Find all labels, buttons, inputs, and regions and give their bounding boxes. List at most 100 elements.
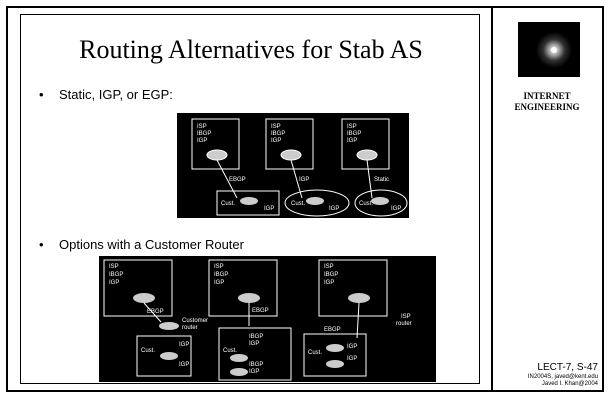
diagram-2-canvas: ISP IBGP IGP ISP IBGP IGP ISP IBGP IGP E…: [103, 259, 412, 381]
router-icon: [230, 368, 248, 376]
isp2-l2: IBGP: [271, 131, 285, 137]
cust2-igp1: IBGP: [249, 334, 263, 340]
isp3-l1: ISP: [347, 124, 357, 130]
isp-block-1: [191, 118, 240, 170]
router-icon: [326, 360, 344, 368]
bullet-text: Options with a Customer Router: [59, 237, 244, 252]
link-label-igp: IGP: [299, 177, 309, 183]
cust3-igp: IGP: [391, 206, 401, 212]
cust1-igp1: IGP: [179, 342, 189, 348]
router-icon: [371, 197, 389, 205]
outer-frame: [6, 6, 604, 392]
isp-block-3: [318, 259, 388, 317]
router-icon: [326, 344, 344, 352]
diagram-static-igp-egp: ISP IBGP IGP ISP IBGP IGP ISP IBGP IGP E…: [177, 113, 409, 218]
isp1-l1: ISP: [109, 264, 119, 270]
logo-line2: ENGINEERING: [514, 102, 580, 112]
router-icon: [280, 149, 302, 161]
router-icon: [160, 352, 178, 360]
cust2-igp4: IGP: [249, 369, 259, 375]
link: [356, 302, 360, 339]
ebgp-link: [216, 159, 238, 199]
isp-router-label-2: router: [396, 321, 412, 327]
isp1-l3: IGP: [109, 280, 119, 286]
cust2-label: Cust.: [291, 201, 305, 207]
router-icon: [356, 149, 378, 161]
cust3-label: Cust.: [359, 201, 373, 207]
footer-author: Javed I. Khan@2004: [541, 381, 598, 387]
isp2-l3: IGP: [214, 280, 224, 286]
link-label-static: Static: [374, 177, 389, 183]
customer-router-icon: [159, 322, 179, 330]
isp-block-2: [265, 118, 314, 170]
isp-block-2: [208, 259, 278, 317]
bullet-dot: •: [39, 87, 44, 102]
isp1-l3: IGP: [197, 138, 207, 144]
cust2-igp3: IBGP: [249, 362, 263, 368]
cust2-igp: IGP: [329, 206, 339, 212]
isp3-l3: IGP: [324, 280, 334, 286]
cust-block-2: [218, 327, 292, 381]
router-icon: [306, 197, 324, 205]
footer-slide-number: LECT-7, S-47: [537, 362, 598, 373]
isp1-l2: IBGP: [197, 131, 211, 137]
sidebar-divider: [491, 8, 493, 390]
isp2-l2: IBGP: [214, 272, 228, 278]
isp-block-3: [341, 118, 390, 170]
star-icon: [518, 22, 580, 77]
customer-router-label-2: router: [182, 325, 198, 331]
slide-panel: Routing Alternatives for Stab AS • Stati…: [20, 14, 480, 384]
cust2-igp2: IGP: [249, 341, 259, 347]
isp2-l3: IGP: [271, 138, 281, 144]
ebgp-label-1: EBGP: [147, 309, 164, 315]
footer-course: IN2004S, javed@kent.edu: [527, 374, 598, 380]
bullet-static-igp-egp: • Static, IGP, or EGP:: [39, 87, 173, 102]
slide-title: Routing Alternatives for Stab AS: [79, 35, 423, 64]
isp2-l1: ISP: [271, 124, 281, 130]
cust2-label: Cust.: [223, 348, 237, 354]
cust3-igp1: IGP: [347, 344, 357, 350]
isp1-l2: IBGP: [109, 272, 123, 278]
isp-block-1: [103, 259, 173, 317]
cust-block-3: [303, 333, 367, 377]
cust3-igp2: IGP: [347, 356, 357, 362]
isp3-l2: IBGP: [324, 272, 338, 278]
link: [143, 302, 162, 323]
logo-image: [518, 22, 580, 77]
cust3-label: Cust.: [308, 350, 322, 356]
ebgp-label-3: EBGP: [324, 327, 341, 333]
static-link: [366, 159, 373, 199]
isp1-l1: ISP: [197, 124, 207, 130]
bullet-dot: •: [39, 237, 44, 252]
logo-text: INTERNET ENGINEERING: [492, 91, 602, 113]
diagram-customer-router: ISP IBGP IGP ISP IBGP IGP ISP IBGP IGP E…: [99, 256, 436, 382]
cust-block-3: [354, 189, 408, 217]
isp3-l2: IBGP: [347, 131, 361, 137]
cust-block-1: [136, 335, 192, 377]
cust-block-1: [216, 190, 280, 216]
router-icon: [240, 197, 258, 205]
isp2-l1: ISP: [214, 264, 224, 270]
sidebar: INTERNET ENGINEERING LECT-7, S-47 IN2004…: [492, 8, 602, 390]
router-icon: [206, 149, 228, 161]
isp3-l1: ISP: [324, 264, 334, 270]
link-label-ebgp: EBGP: [229, 177, 246, 183]
ebgp-label-2: EBGP: [252, 308, 269, 314]
cust-block-2: [284, 189, 350, 217]
cust1-igp: IGP: [264, 206, 274, 212]
router-icon: [348, 293, 370, 303]
customer-router-label: Customer: [182, 318, 208, 324]
router-icon: [238, 293, 260, 303]
cust1-label: Cust.: [141, 348, 155, 354]
slide-footer: LECT-7, S-47 IN2004S, javed@kent.edu Jav…: [528, 362, 598, 388]
isp3-l3: IGP: [347, 138, 357, 144]
bullet-customer-router: • Options with a Customer Router: [39, 237, 244, 252]
router-icon: [133, 293, 155, 303]
bullet-text: Static, IGP, or EGP:: [59, 87, 173, 102]
cust1-igp2: IGP: [179, 362, 189, 368]
diagram-1-canvas: ISP IBGP IGP ISP IBGP IGP ISP IBGP IGP E…: [191, 118, 408, 217]
isp-router-label: ISP: [401, 314, 411, 320]
cust1-label: Cust.: [221, 201, 235, 207]
logo-line1: INTERNET: [523, 91, 571, 101]
